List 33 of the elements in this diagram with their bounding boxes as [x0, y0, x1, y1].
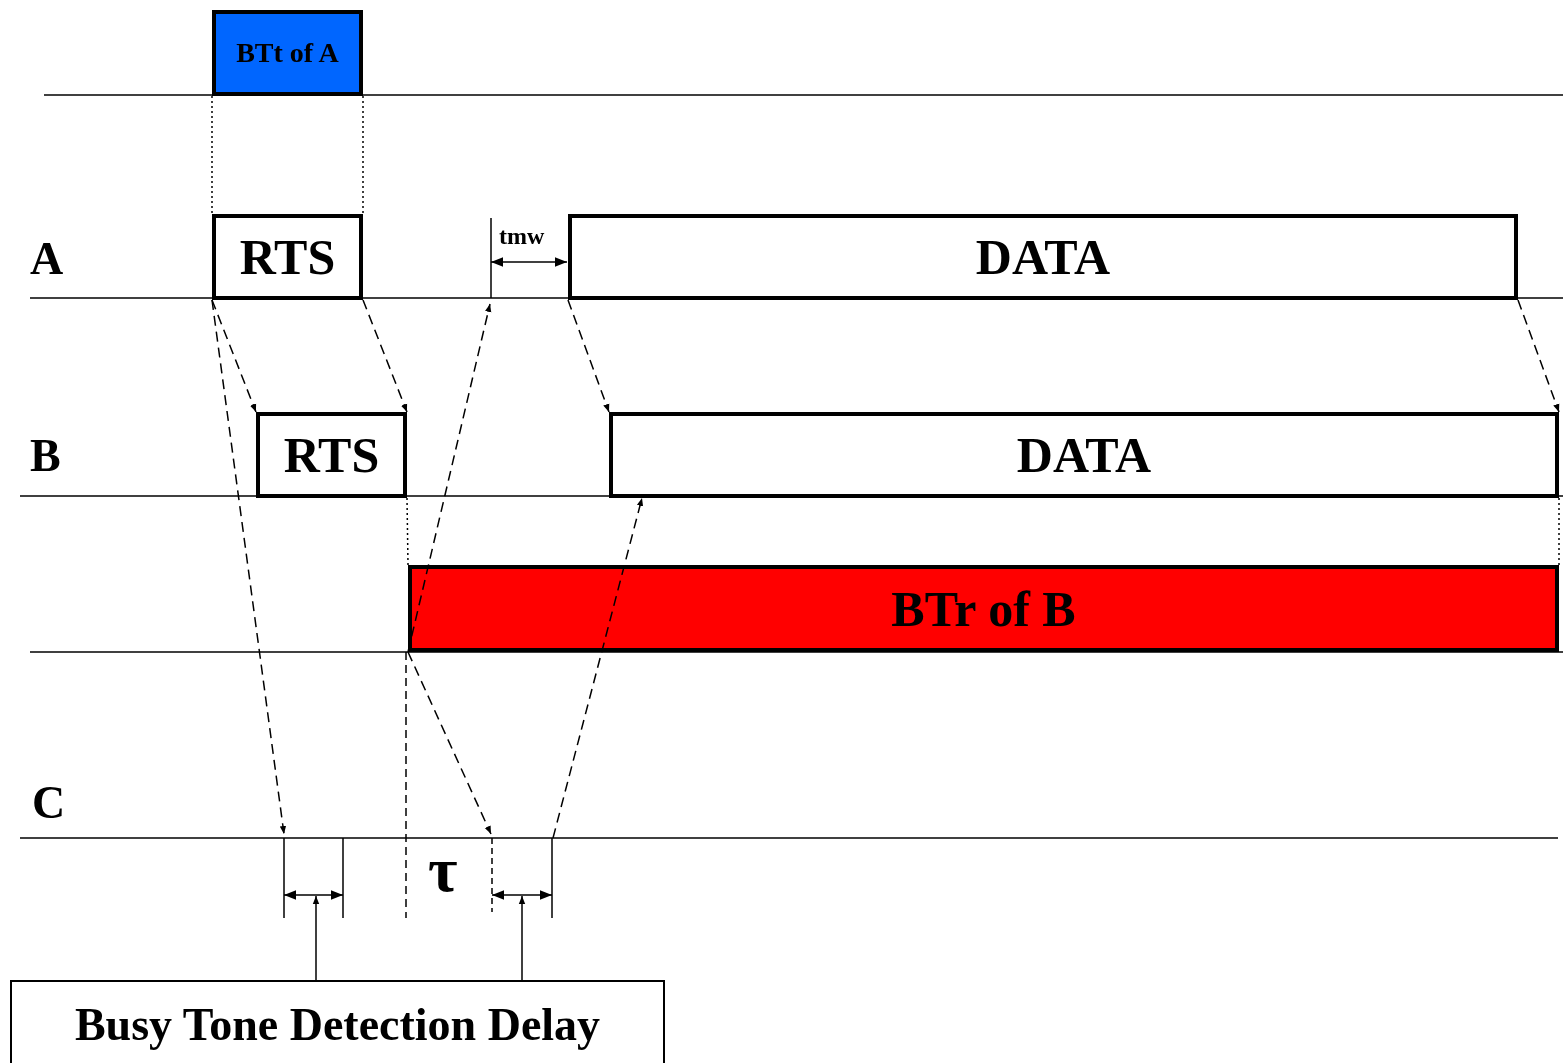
arrow [211, 299, 287, 835]
tone-box [212, 10, 363, 96]
packet-box [568, 214, 1518, 300]
box-label: BTr of B [891, 583, 1076, 634]
extension-line [1558, 497, 1560, 566]
arrow [1517, 299, 1560, 413]
interval-label: tmw [499, 224, 545, 248]
arrow [312, 895, 320, 981]
arrow [362, 299, 408, 413]
arrow [552, 497, 644, 839]
station-label: C [32, 780, 66, 826]
box-label: BTt of A [236, 39, 339, 67]
box-label: Busy Tone Detection Delay [74, 1002, 601, 1048]
box-label: RTS [283, 430, 380, 480]
station-label: B [30, 433, 61, 479]
station-label: A [30, 236, 64, 282]
box-label: DATA [1016, 430, 1152, 480]
caption-box [10, 980, 665, 1063]
station-label: τ [428, 838, 458, 902]
extension-line [211, 95, 213, 215]
packet-box [609, 412, 1559, 498]
tone-box [408, 565, 1559, 652]
arrow [407, 303, 492, 653]
extension-line [406, 497, 409, 566]
arrow [518, 895, 526, 981]
packet-box [256, 412, 407, 498]
box-label: DATA [975, 232, 1111, 282]
arrow [567, 299, 610, 413]
extension-line [362, 95, 364, 215]
arrow [211, 299, 257, 413]
box-label: RTS [239, 232, 336, 282]
arrow [407, 651, 492, 835]
packet-box [212, 214, 363, 300]
